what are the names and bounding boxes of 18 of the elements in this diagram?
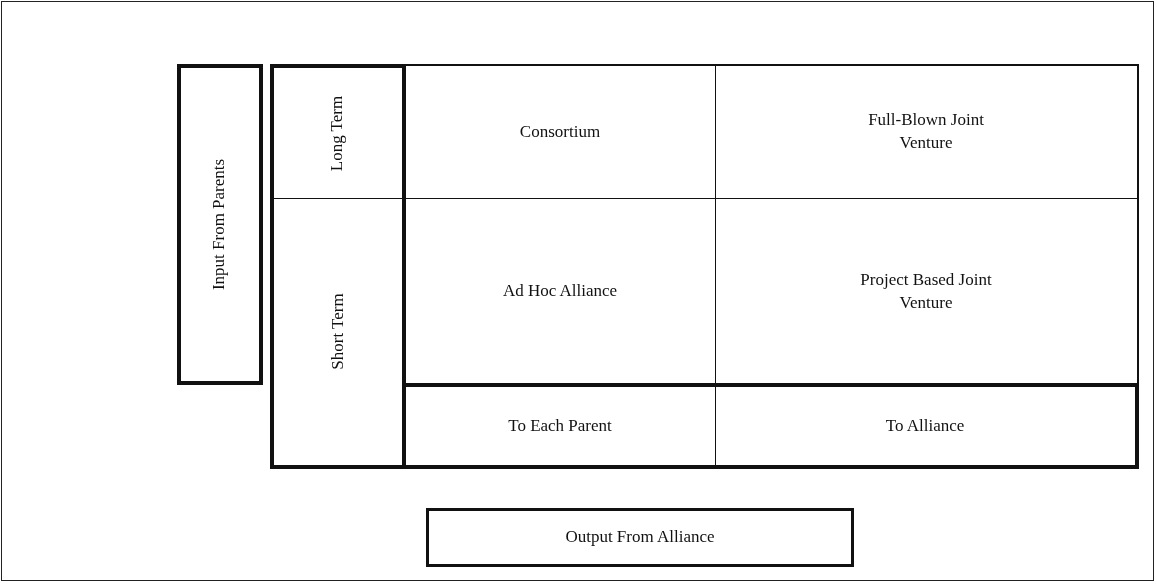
- row-header-cell: [270, 198, 406, 469]
- cell-label: Full-Blown Joint Venture: [867, 109, 985, 154]
- grid-cell: [715, 64, 1139, 199]
- column-header-cell: [715, 383, 1139, 469]
- output-label-box: [426, 508, 854, 567]
- cell-label: Short Term: [326, 293, 348, 370]
- input-label-box: [177, 64, 263, 385]
- cell-label: Output From Alliance: [565, 526, 715, 549]
- cell-label: To Alliance: [885, 414, 965, 437]
- cell-label: Project Based Joint Venture: [859, 268, 993, 314]
- cell-label: To Each Parent: [508, 414, 612, 437]
- row-header-cell: [270, 64, 406, 199]
- cell-label: Ad Hoc Alliance: [502, 280, 618, 303]
- cell-label: Long Term: [326, 95, 348, 171]
- column-header-cell: [405, 383, 716, 469]
- cell-label: Input From Parents: [208, 158, 230, 291]
- grid-cell: [405, 64, 716, 199]
- cell-label: Consortium: [519, 120, 601, 143]
